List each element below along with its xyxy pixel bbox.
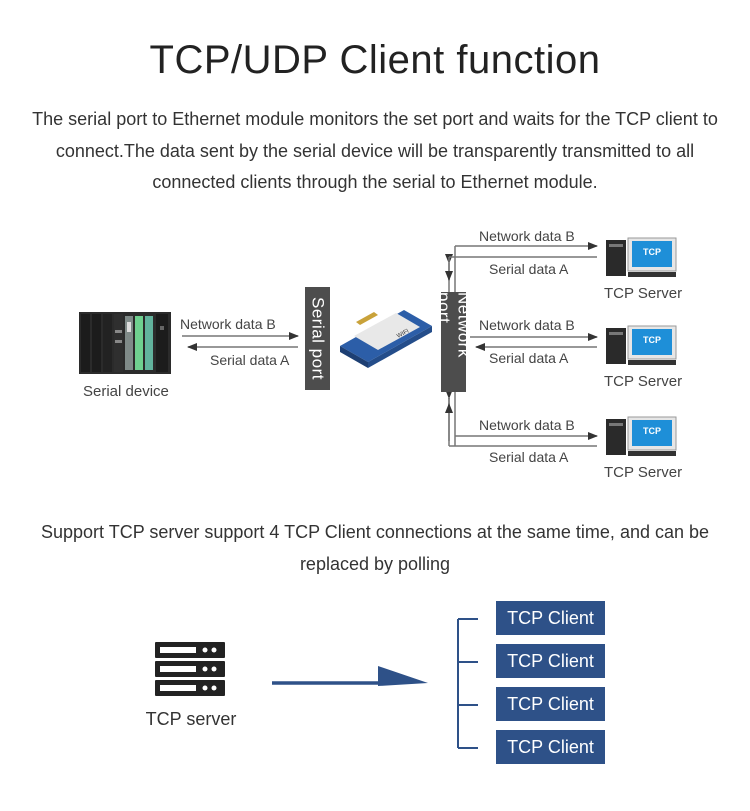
server-row-arrows-3	[445, 403, 598, 447]
server3-network-data-label: Network data B	[479, 417, 575, 433]
server1-label: TCP Server	[604, 285, 683, 302]
left-link-arrows	[182, 332, 299, 351]
support-text: Support TCP server support 4 TCP Client …	[40, 522, 710, 574]
screen-text-1: TCP	[643, 247, 661, 257]
server2-network-data-label: Network data B	[479, 317, 575, 333]
tcp-client-box-3: TCP Client	[496, 687, 605, 721]
screen-text-3: TCP	[643, 426, 661, 436]
server-row-arrows-1	[445, 242, 598, 281]
tcp-client-box-2: TCP Client	[496, 644, 605, 678]
svg-text:WIFI: WIFI	[396, 328, 410, 339]
server-computer-icon-3	[606, 416, 677, 456]
server2-label: TCP Server	[604, 373, 683, 390]
left-serial-data-label: Serial data A	[210, 352, 290, 368]
tcp-server-label: TCP server	[145, 709, 237, 729]
server-row-arrows-2	[470, 333, 598, 351]
server1-serial-data-label: Serial data A	[489, 261, 569, 277]
serial-device-label: Serial device	[83, 383, 169, 400]
server3-serial-data-label: Serial data A	[489, 449, 569, 465]
tcp-client-box-1: TCP Client	[496, 601, 605, 635]
client-bracket	[457, 618, 478, 749]
server1-network-data-label: Network data B	[479, 228, 575, 244]
server3-label: TCP Server	[604, 464, 683, 481]
server2-serial-data-label: Serial data A	[489, 350, 569, 366]
network-port-box: Network port	[435, 292, 474, 392]
tcp-client-box-4: TCP Client	[496, 730, 605, 764]
server-computer-icon-2	[606, 325, 677, 365]
screen-text-2: TCP	[643, 335, 661, 345]
big-arrow-icon	[272, 666, 428, 686]
left-network-data-label: Network data B	[180, 316, 276, 332]
server-computer-icon-1	[606, 237, 677, 277]
ethernet-module-icon: WIFI	[340, 310, 432, 368]
description-text: The serial port to Ethernet module monit…	[32, 109, 718, 192]
serial-port-box: Serial port	[305, 287, 330, 390]
page-title: TCP/UDP Client function	[149, 38, 601, 82]
server-rack-icon	[155, 642, 225, 696]
serial-device-icon	[79, 312, 171, 374]
